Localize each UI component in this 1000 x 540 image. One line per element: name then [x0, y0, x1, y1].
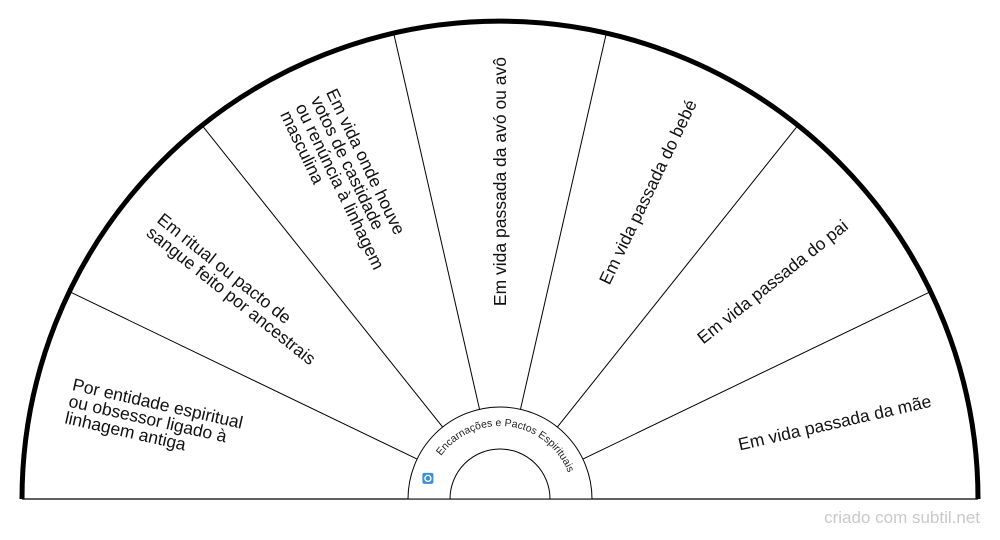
segment-divider [556, 124, 799, 428]
segment-label-line: Em vida passada da avó ou avô [490, 57, 510, 306]
segment-label: Em ritual ou pacto desangue feito por an… [143, 209, 331, 369]
segment-label: Em vida passada da avó ou avô [490, 57, 510, 306]
segment-label-line: Em vida passada da mãe [736, 391, 933, 454]
segment-label-line: Em ritual ou pacto de [153, 209, 295, 328]
hub-inner-arc [449, 448, 551, 500]
segment-label-line: Em vida passada do bebé [595, 96, 701, 287]
segment-label: Em vida onde houvevotos de castidadeou r… [276, 85, 419, 280]
segment-divider [201, 124, 444, 428]
watermark: criado com subtil.net [824, 508, 980, 527]
segment-label: Em vida passada do pai [693, 216, 852, 348]
hub-outer-arc [407, 406, 593, 500]
outer-arc [19, 18, 981, 500]
logo-icon-square [422, 472, 434, 484]
logo-icon [422, 472, 434, 484]
logo-icon-ring [424, 474, 432, 483]
segment-label: Em vida passada da mãe [736, 391, 933, 454]
segment-divider [69, 291, 418, 460]
segment-label-line: Em vida passada do pai [693, 216, 852, 348]
segment-divider [582, 291, 931, 460]
segment-divider [393, 32, 481, 410]
segment-labels: Em vida passada da mãe Em vida passada do… [63, 57, 933, 465]
segment-label: Por entidade espiritualou obsessor ligad… [63, 374, 245, 465]
segment-label: Em vida passada do bebé [595, 96, 701, 287]
segment-divider [519, 32, 607, 410]
segment-dividers [69, 32, 931, 460]
segment-label-line: sangue feito por ancestrais [143, 222, 320, 369]
